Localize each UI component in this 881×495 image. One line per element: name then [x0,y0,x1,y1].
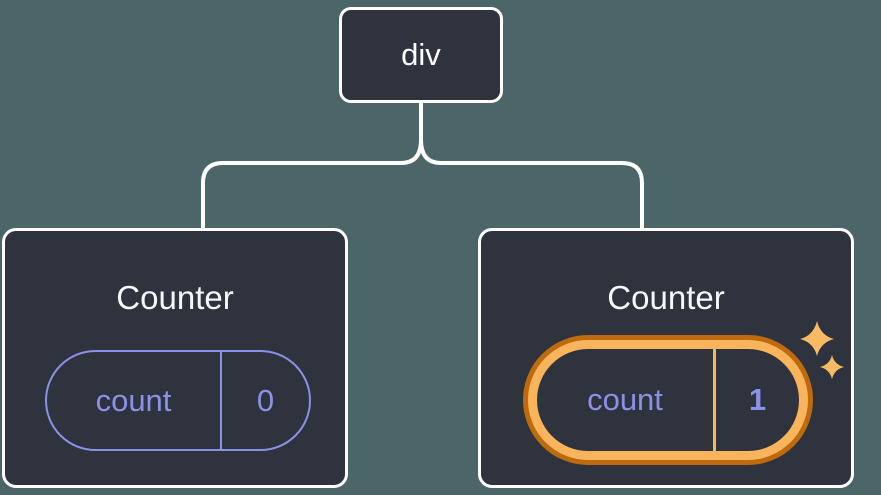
counter-title: Counter [607,279,725,316]
state-pill-inner: count 1 [537,349,799,451]
sparkle-large [800,321,834,356]
state-pill-count-0: count 0 [45,350,311,451]
counter-title: Counter [116,279,234,316]
state-pill-key: count [537,349,716,451]
counter-node-right: Counter count 1 [478,228,854,488]
state-pill-key: count [47,352,222,449]
root-node-label: div [401,37,441,72]
sparkle-icon [800,321,844,379]
root-node-div: div [339,7,503,103]
state-pill-value: 1 [748,382,767,417]
sparkle-small [820,355,844,379]
state-pill-value: 0 [256,382,275,418]
state-pill-count-1-highlighted: count 1 [523,335,813,465]
counter-node-left: Counter count 0 [2,228,348,488]
